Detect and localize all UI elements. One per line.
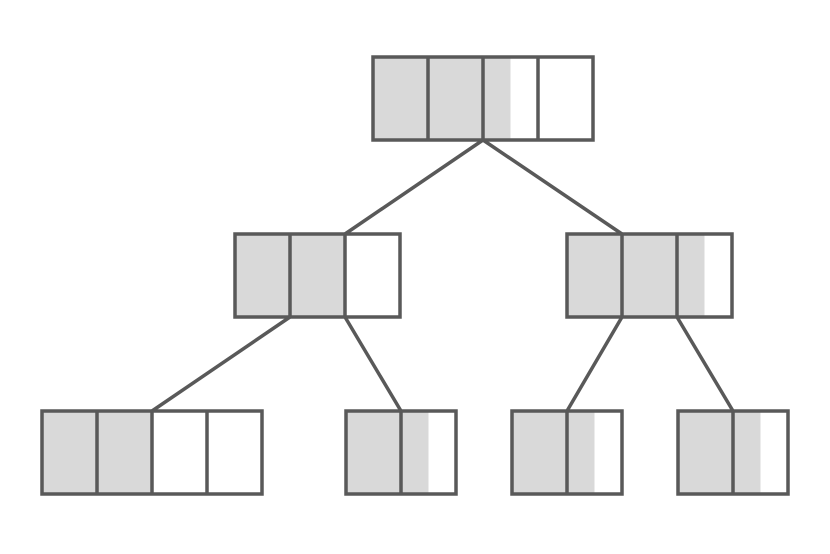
- edge-right-to-leaf-3: [565, 315, 624, 413]
- node-root-slot-4: [538, 57, 593, 140]
- node-left-slot-3: [345, 234, 400, 317]
- node-root-border: [371, 55, 595, 142]
- edges-layer: [150, 138, 735, 413]
- node-leaf-3-slot-2-fill: [567, 411, 595, 494]
- node-left-border: [233, 232, 402, 319]
- node-leaf-4: [676, 409, 790, 496]
- node-leaf-3-slot-1-fill: [512, 411, 567, 494]
- node-leaf-1: [40, 409, 264, 496]
- node-leaf-1-slot-4: [207, 411, 262, 494]
- node-left-slot-1-fill: [235, 234, 290, 317]
- node-leaf-1-slot-2-fill: [97, 411, 152, 494]
- node-root-slot-3-fill: [483, 57, 511, 140]
- node-left: [233, 232, 402, 319]
- node-leaf-4-slot-2-fill: [733, 411, 761, 494]
- node-right-border: [565, 232, 734, 319]
- nodes-layer: [40, 55, 790, 496]
- node-leaf-3-border: [510, 409, 624, 496]
- edge-left-to-leaf-1: [150, 315, 292, 413]
- edge-right-to-leaf-4: [675, 315, 735, 413]
- edge-root-to-right: [481, 138, 624, 236]
- node-leaf-2-border: [344, 409, 458, 496]
- node-leaf-3: [510, 409, 624, 496]
- node-right-slot-1-fill: [567, 234, 622, 317]
- node-leaf-1-slot-3: [152, 411, 207, 494]
- node-leaf-2: [344, 409, 458, 496]
- node-leaf-4-slot-1-fill: [678, 411, 733, 494]
- node-leaf-1-border: [40, 409, 264, 496]
- edge-root-to-left: [343, 138, 485, 236]
- node-leaf-4-border: [676, 409, 790, 496]
- node-leaf-1-slot-1-fill: [42, 411, 97, 494]
- node-right: [565, 232, 734, 319]
- node-left-slot-2-fill: [290, 234, 345, 317]
- node-right-slot-3-fill: [677, 234, 705, 317]
- node-root-slot-2-fill: [428, 57, 483, 140]
- node-leaf-2-slot-1-fill: [346, 411, 401, 494]
- node-right-slot-2-fill: [622, 234, 677, 317]
- edge-left-to-leaf-2: [343, 315, 403, 413]
- node-leaf-2-slot-2-fill: [401, 411, 429, 494]
- node-root: [371, 55, 595, 142]
- node-root-slot-1-fill: [373, 57, 428, 140]
